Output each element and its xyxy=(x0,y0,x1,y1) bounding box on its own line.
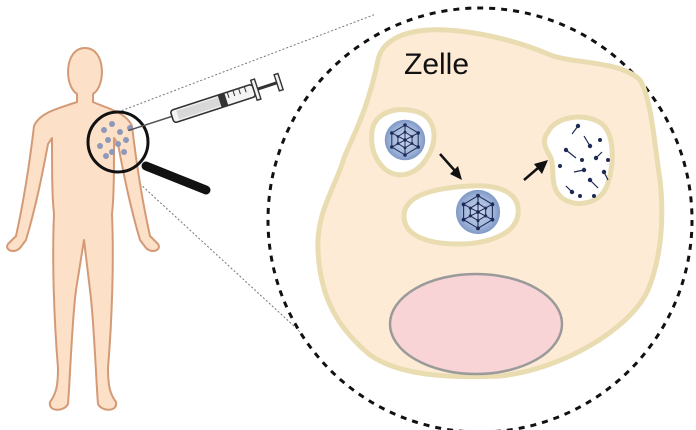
magnifying-glass-icon xyxy=(86,110,211,195)
cell-label: Zelle xyxy=(404,48,469,81)
syringe-icon xyxy=(127,72,285,132)
degraded-particle-fragments xyxy=(557,123,610,199)
zoom-connector-lines xyxy=(117,13,377,353)
injected-particles xyxy=(97,121,133,159)
cell-nucleus xyxy=(388,272,564,376)
nanoparticle-icon xyxy=(384,119,426,161)
process-arrows xyxy=(439,153,548,181)
nanoparticle-icon xyxy=(455,189,501,235)
human-body-icon xyxy=(6,47,160,411)
degradation-vesicle xyxy=(541,114,615,206)
